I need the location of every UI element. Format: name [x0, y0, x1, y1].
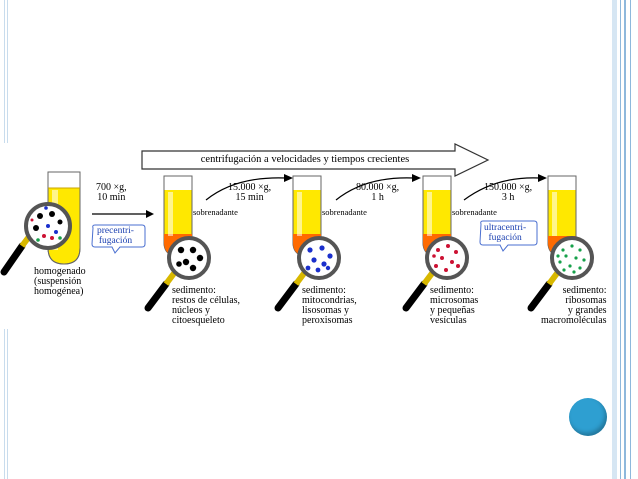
homogenate-label: homogenado (suspensión homogénea) [34, 267, 86, 297]
sediment-label-3: sedimento: microsomas y pequeñas vesícul… [430, 286, 478, 326]
sediment-1-line-3: núcleos y [172, 305, 211, 316]
sediment-2-line-2: mitocondrias, [302, 295, 357, 306]
supernatant-label-3: sobrenadante [452, 207, 497, 217]
step-3-speed: 80.000 ×g, [356, 182, 400, 193]
sediment-label-4: sedimento: ribosomas y grandes macromolé… [541, 286, 607, 326]
step-label-4: 150.000 ×g, 3 h [484, 183, 532, 203]
callout-pre-line-1: precentri- [97, 226, 134, 236]
supernatant-label-1: sobrenadante [193, 207, 238, 217]
sediment-4-line-4: macromoléculas [541, 315, 607, 326]
callout-ultracentrifugation [479, 220, 538, 252]
sediment-4-line-2: ribosomas [565, 295, 607, 306]
sediment-1-line-1: sedimento: [172, 285, 216, 296]
step-arrow-1 [92, 210, 154, 218]
sediment-2-line-1: sedimento: [302, 285, 346, 296]
supernatant-label-2: sobrenadante [322, 207, 367, 217]
step-arrow-3 [335, 174, 421, 201]
step-2-time: 15 min [235, 192, 264, 203]
speed-banner-arrow [141, 143, 490, 177]
step-2-speed: 15.000 ×g, [228, 182, 272, 193]
sediment-4-line-3: y grandes [567, 305, 607, 316]
slide-right-line-2 [624, 0, 626, 479]
callout-precentrifugation [91, 224, 146, 254]
sediment-2-line-4: peroxisomas [302, 315, 353, 326]
slide-right-band [612, 0, 617, 479]
step-label-2: 15.000 ×g, 15 min [228, 183, 271, 203]
sediment-2-line-3: lisosomas y [302, 305, 349, 316]
magnifier-homogenate [0, 202, 72, 276]
callout-pre-text: precentri- fugación [97, 226, 134, 246]
callout-ultra-line-2: fugación [488, 233, 522, 243]
callout-ultra-text: ultracentri- fugación [484, 223, 526, 243]
sediment-label-2: sedimento: mitocondrias, lisosomas y per… [302, 286, 357, 326]
next-slide-button[interactable] [569, 398, 607, 436]
sediment-3-line-4: vesículas [430, 315, 467, 326]
sediment-4-line-1: sedimento: [562, 285, 607, 296]
step-4-speed: 150.000 ×g, [484, 182, 533, 193]
banner-label: centrifugación a velocidades y tiempos c… [200, 154, 410, 165]
magnifier-5 [527, 236, 594, 312]
magnifier-2 [144, 236, 211, 312]
slide-right-line [620, 0, 621, 479]
sediment-3-line-2: microsomas [430, 295, 479, 306]
magnifier-4 [402, 236, 469, 312]
sediment-3-line-3: y pequeñas [430, 305, 475, 316]
sediment-3-line-1: sedimento: [430, 285, 474, 296]
homogenate-line-3: homogénea) [34, 286, 84, 297]
magnifier-3 [274, 236, 341, 312]
step-label-1: 700 ×g, 10 min [96, 183, 127, 203]
step-1-time: 10 min [97, 192, 126, 203]
step-arrow-2 [205, 174, 293, 201]
step-label-3: 80.000 ×g, 1 h [356, 183, 399, 203]
slide-right-line-3 [630, 0, 631, 479]
callout-pre-line-2: fugación [98, 236, 133, 246]
step-4-time: 3 h [501, 192, 515, 203]
sediment-label-1: sedimento: restos de células, núcleos y … [172, 286, 240, 326]
sediment-1-line-2: restos de células, [172, 295, 241, 306]
step-1-speed: 700 ×g, [96, 182, 127, 193]
step-arrow-4 [463, 174, 547, 201]
homogenate-line-1: homogenado [34, 266, 86, 277]
step-3-time: 1 h [371, 192, 384, 203]
callout-ultra-line-1: ultracentri- [484, 223, 527, 233]
homogenate-line-2: (suspensión [34, 276, 82, 287]
sediment-1-line-4: citoesqueleto [172, 315, 225, 326]
